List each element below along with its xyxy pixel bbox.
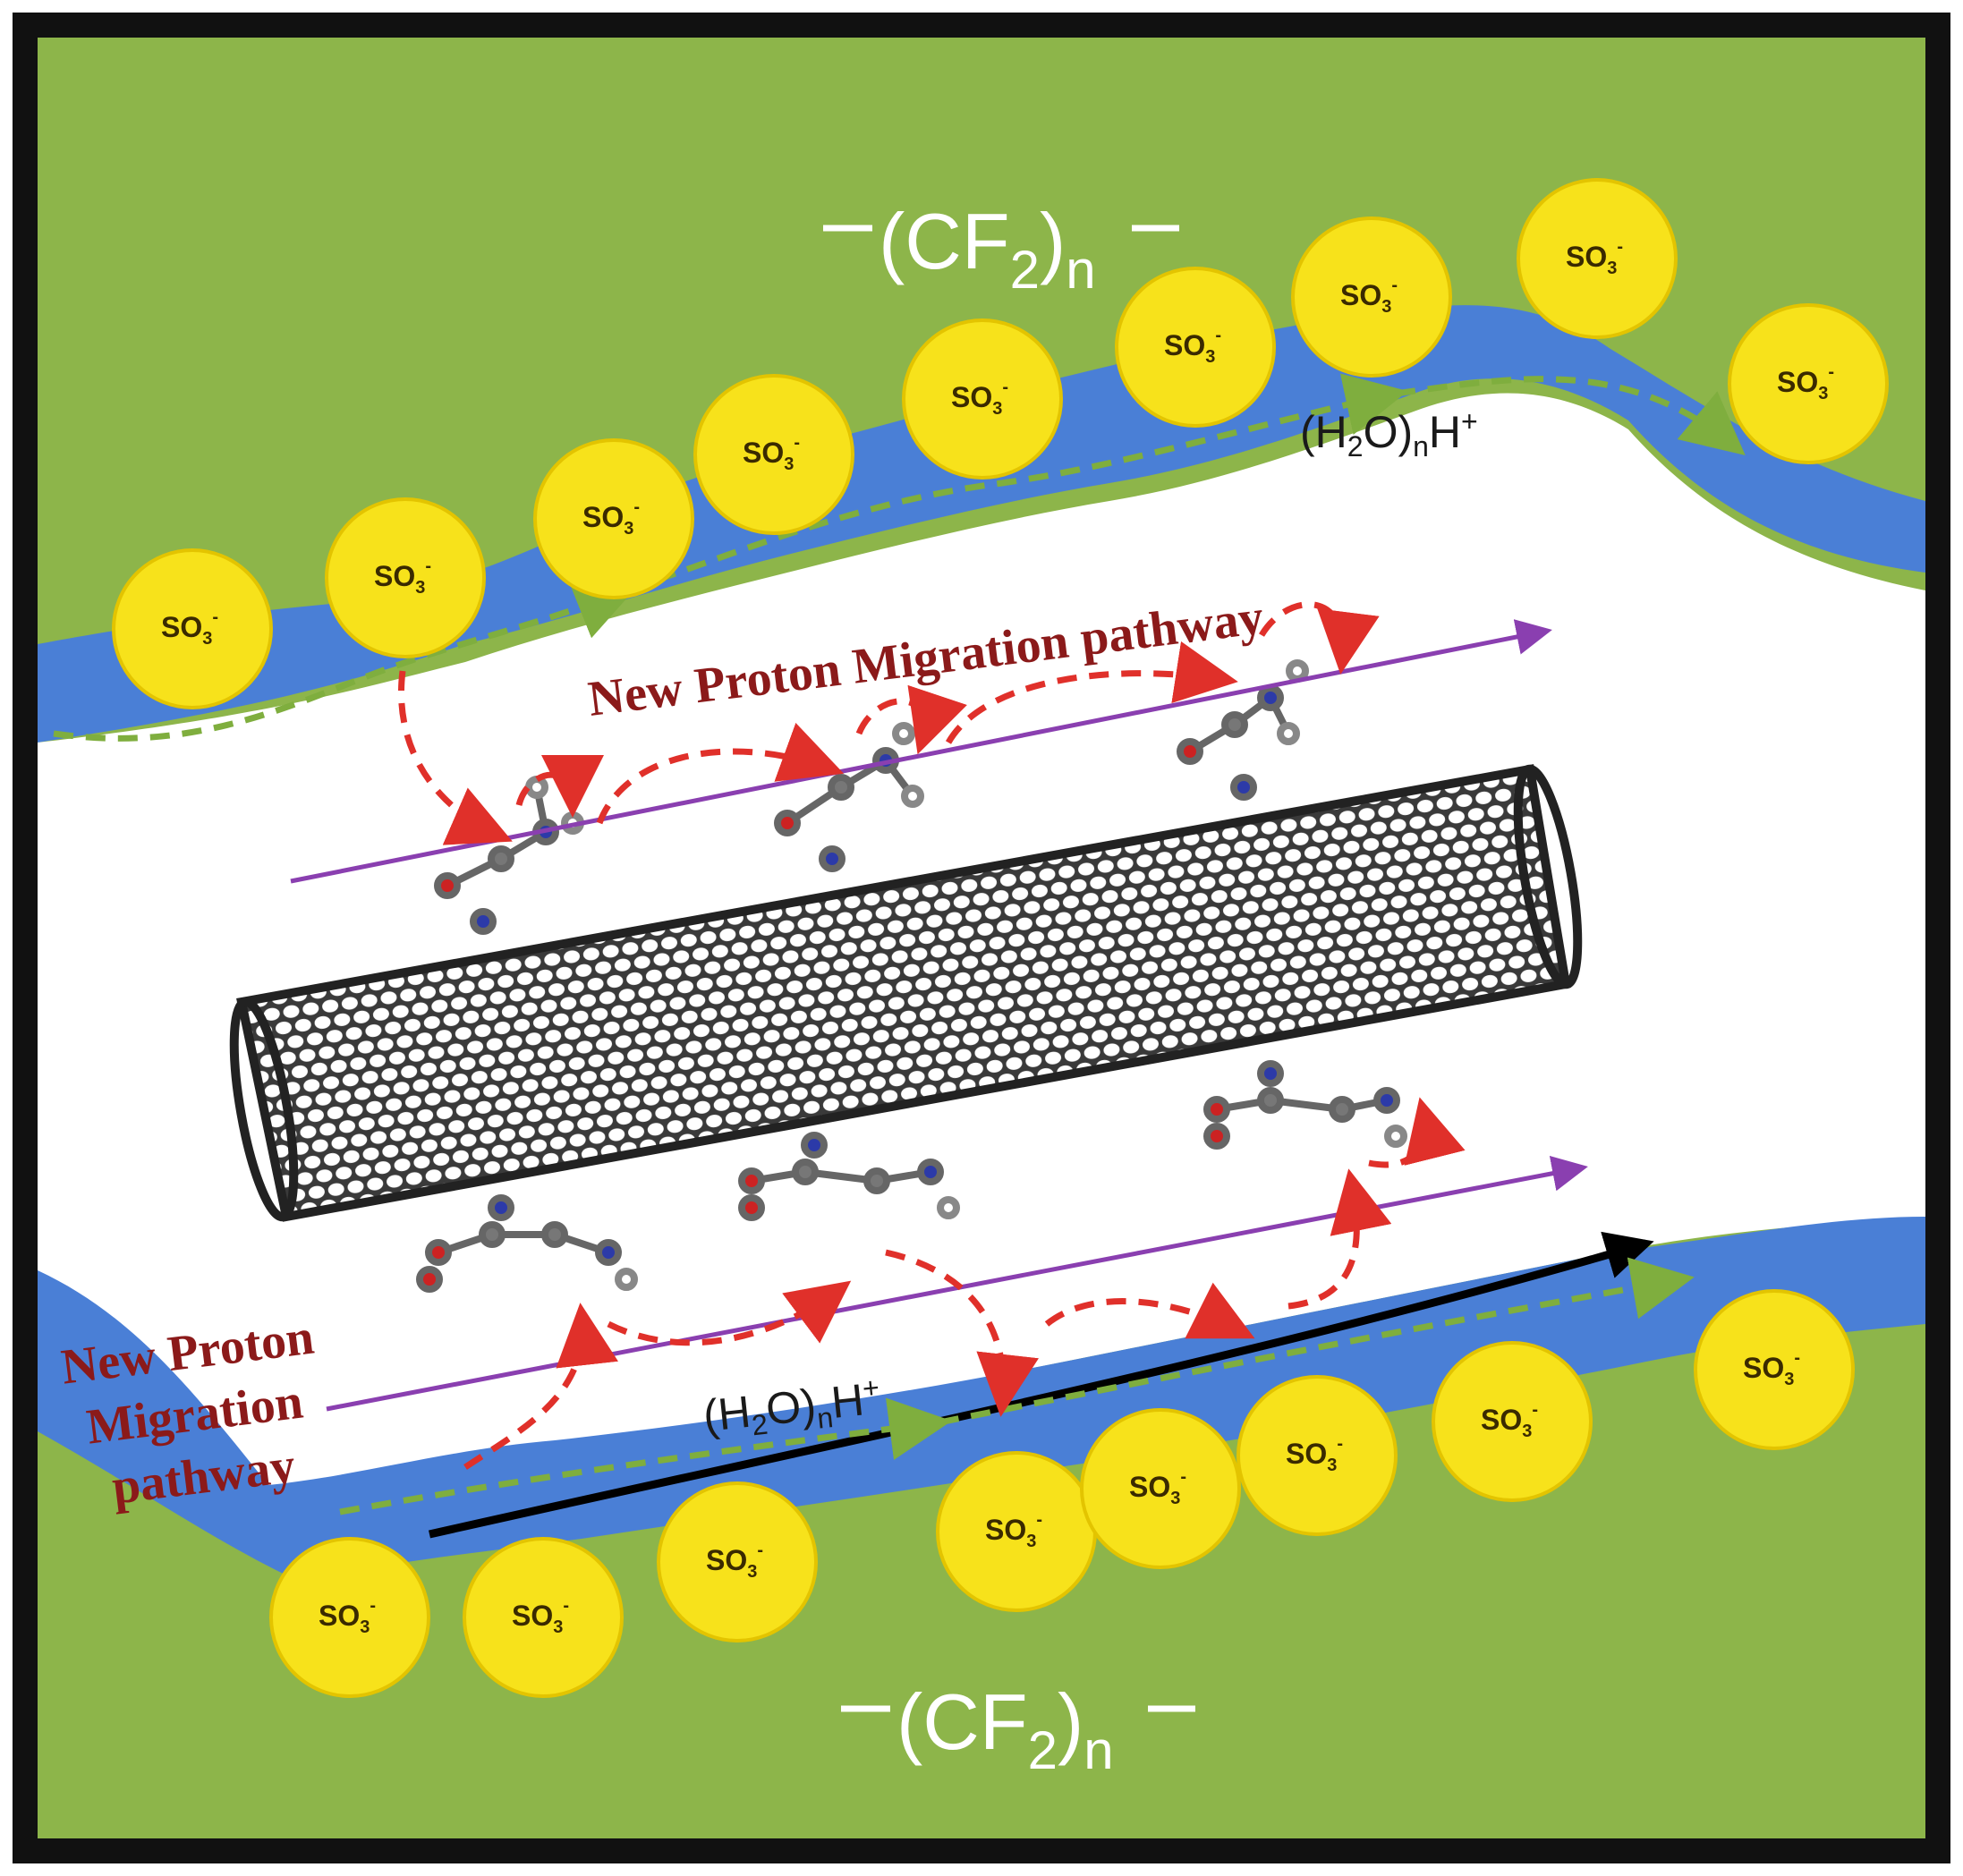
- upper-hydronium-label: (H2O)nH+: [1300, 405, 1478, 463]
- so3-ion: SO3-: [325, 497, 486, 658]
- so3-ion: SO3-: [1517, 178, 1678, 339]
- svg-text:SO3-: SO3-: [951, 378, 1008, 419]
- lower-backbone-label: (CF2)n: [841, 1677, 1195, 1780]
- so3-ion: SO3-: [936, 1451, 1097, 1612]
- so3-ion: SO3-: [693, 374, 854, 535]
- so3-ion: SO3-: [902, 318, 1063, 480]
- so3-ion: SO3-: [1694, 1289, 1855, 1450]
- so3-ion: SO3-: [1236, 1375, 1398, 1536]
- svg-text:(H2O)nH+: (H2O)nH+: [701, 1371, 883, 1446]
- upper-backbone-label: (CF2)n: [823, 197, 1179, 300]
- carbon-nanotube: [229, 764, 1583, 1222]
- so3-ion: SO3-: [533, 438, 694, 599]
- svg-text:SO3-: SO3-: [1481, 1400, 1538, 1441]
- svg-text:SO3-: SO3-: [1340, 276, 1398, 317]
- so3-ion: SO3-: [1432, 1341, 1593, 1502]
- molecule-4: [416, 1194, 638, 1293]
- svg-text:SO3-: SO3-: [985, 1510, 1042, 1551]
- so3-ion: SO3-: [112, 548, 273, 709]
- lower-hydronium-label: (H2O)nH+: [701, 1371, 883, 1446]
- so3-ion: SO3-: [1080, 1408, 1241, 1569]
- svg-text:(CF2)n: (CF2)n: [897, 1677, 1114, 1780]
- svg-text:SO3-: SO3-: [374, 556, 431, 598]
- svg-text:SO3-: SO3-: [1743, 1348, 1800, 1389]
- svg-text:(CF2)n: (CF2)n: [879, 197, 1096, 300]
- hopping-dashed-arrows: [398, 601, 1466, 1470]
- amino-acid-molecules: [416, 659, 1407, 1293]
- svg-text:SO3-: SO3-: [1286, 1434, 1343, 1475]
- molecule-1: [434, 776, 584, 935]
- so3-ion: SO3-: [1115, 267, 1276, 428]
- svg-text:SO3-: SO3-: [1777, 362, 1834, 403]
- svg-text:SO3-: SO3-: [743, 433, 800, 474]
- svg-text:SO3-: SO3-: [706, 1541, 763, 1582]
- so3-ion: SO3-: [463, 1537, 624, 1698]
- lower-sulfonate-ions: SO3- SO3- SO3- SO3- SO3- SO3- SO3- SO3-: [269, 1289, 1855, 1698]
- svg-text:(H2O)nH+: (H2O)nH+: [1300, 405, 1478, 463]
- so3-ion: SO3-: [1291, 216, 1452, 378]
- so3-ion: SO3-: [1728, 303, 1889, 464]
- svg-text:SO3-: SO3-: [582, 497, 640, 539]
- molecule-6: [1203, 1060, 1407, 1150]
- svg-text:SO3-: SO3-: [319, 1596, 376, 1637]
- molecule-3: [1177, 659, 1309, 801]
- molecule-5: [738, 1132, 960, 1221]
- upper-sulfonate-ions: SO3- SO3- SO3- SO3- SO3- SO3- SO3- SO3- …: [112, 178, 1889, 709]
- so3-ion: SO3-: [269, 1537, 430, 1698]
- svg-text:SO3-: SO3-: [1164, 326, 1221, 367]
- svg-text:SO3-: SO3-: [1566, 237, 1623, 278]
- vehicle-dashed-arrows: [53, 373, 1746, 1515]
- svg-text:SO3-: SO3-: [161, 607, 218, 649]
- svg-text:SO3-: SO3-: [512, 1596, 569, 1637]
- svg-text:SO3-: SO3-: [1129, 1467, 1186, 1508]
- so3-ion: SO3-: [657, 1481, 818, 1643]
